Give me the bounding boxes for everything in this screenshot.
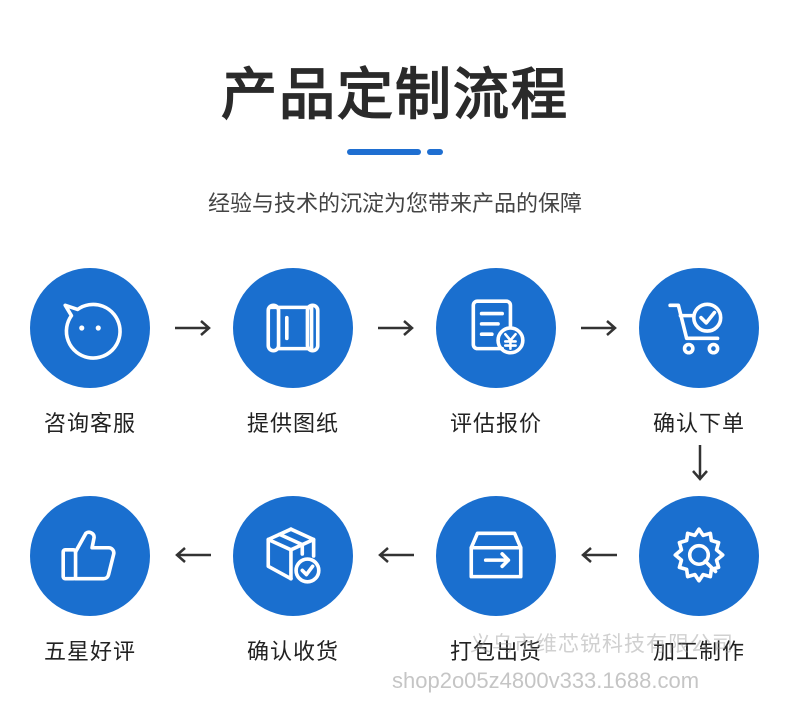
blueprint-scroll-icon xyxy=(266,303,320,353)
chat-face-icon xyxy=(63,302,122,360)
step-label: 咨询客服 xyxy=(43,412,136,437)
step-receipt: 确认收货 xyxy=(228,496,358,666)
step-label: 提供图纸 xyxy=(246,412,339,437)
step-review: 五星好评 xyxy=(25,496,155,666)
arrow-left-icon xyxy=(579,545,619,565)
step-circle xyxy=(233,268,353,388)
step-circle xyxy=(30,268,150,388)
arrow-right-icon xyxy=(173,318,213,338)
title-underline-short xyxy=(427,149,443,155)
step-packing: 打包出货 xyxy=(431,496,561,666)
step-circle xyxy=(436,496,556,616)
arrow-left-icon xyxy=(173,545,213,565)
step-label: 打包出货 xyxy=(449,640,542,665)
step-label: 确认下单 xyxy=(652,412,745,437)
step-circle xyxy=(233,496,353,616)
document-yen-icon xyxy=(471,299,525,355)
gear-wrench-icon xyxy=(673,527,725,583)
step-label: 确认收货 xyxy=(246,640,339,665)
step-circle xyxy=(30,496,150,616)
step-order: 确认下单 xyxy=(634,268,764,438)
cart-check-icon xyxy=(668,302,723,355)
step-label: 评估报价 xyxy=(449,412,542,437)
step-consult: 咨询客服 xyxy=(25,268,155,438)
watermark-url: shop2o05z4800v333.1688.com xyxy=(392,668,700,693)
thumbs-up-icon xyxy=(61,530,116,581)
arrow-left-icon xyxy=(376,545,416,565)
package-check-icon xyxy=(266,527,321,584)
arrow-right-icon xyxy=(579,318,619,338)
watermark-company: 义乌市维芯锐科技有限公司 xyxy=(470,632,734,656)
arrow-right-icon xyxy=(376,318,416,338)
arrow-down-icon xyxy=(690,443,710,483)
step-circle xyxy=(639,496,759,616)
step-label: 加工制作 xyxy=(652,640,745,665)
step-circle xyxy=(436,268,556,388)
step-quote: 评估报价 xyxy=(431,268,561,438)
title-underline-long xyxy=(347,149,421,155)
step-drawing: 提供图纸 xyxy=(228,268,358,438)
page-title: 产品定制流程 xyxy=(221,63,569,128)
page-subtitle: 经验与技术的沉淀为您带来产品的保障 xyxy=(207,192,582,217)
step-processing: 加工制作 xyxy=(634,496,764,666)
step-label: 五星好评 xyxy=(43,640,136,665)
inbox-tray-icon xyxy=(469,531,523,579)
step-circle xyxy=(639,268,759,388)
